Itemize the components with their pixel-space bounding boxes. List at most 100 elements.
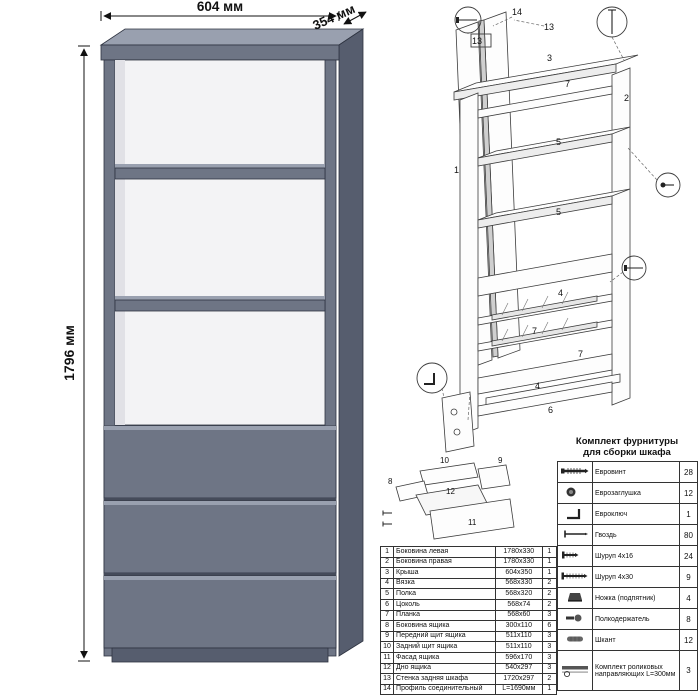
part-number: 9 <box>379 630 395 643</box>
top-rail <box>477 85 613 119</box>
hardware-qty: 9 <box>679 566 698 588</box>
part-label: 5 <box>556 207 561 217</box>
table-row: Евровинт 28 <box>557 461 698 483</box>
part-label: 1 <box>454 165 459 175</box>
screw-4x30-icon <box>557 566 593 588</box>
part-number: 4 <box>379 577 395 590</box>
table-row: 4 Вязка 568x330 2 <box>379 577 558 590</box>
table-row: 9 Передний щит ящика 511x110 3 <box>379 630 558 643</box>
confirmat-screw-icon <box>557 461 593 483</box>
part-number: 2 <box>379 556 395 569</box>
part-label: 13 <box>472 36 482 46</box>
table-row: 8 Боковина ящика 300x110 6 <box>379 620 558 632</box>
part-label: 4 <box>558 288 563 298</box>
shelf-a-edge <box>477 133 613 167</box>
part-size: 511x110 <box>494 641 543 653</box>
callout-euro-screw <box>621 255 647 281</box>
part-name: Полка <box>393 588 496 600</box>
panel-fragment-zoom <box>441 391 475 453</box>
table-row: Ножка (подпятник) 4 <box>557 587 698 609</box>
depth-dimension <box>343 11 367 25</box>
part-name: Стенка задняя шкафа <box>393 673 496 685</box>
part-name: Цоколь <box>393 598 496 611</box>
plinth-rail-front <box>477 381 613 417</box>
table-row: Шуруп 4x30 9 <box>557 566 698 588</box>
table-row: 7 Планка 568x60 3 <box>379 609 558 622</box>
part-label: 7 <box>565 79 570 89</box>
hardware-qty: 12 <box>679 629 698 651</box>
table-row: 11 Фасад ящика 596x170 3 <box>379 651 558 664</box>
parts-list-body: 1 Боковина левая 1780x330 1 2 Боковина п… <box>379 546 558 696</box>
drawer-back-panel <box>419 462 479 486</box>
part-number: 1 <box>379 546 395 558</box>
part-size: 511x110 <box>494 630 543 643</box>
callout-shelf-pin <box>655 172 681 198</box>
drawer-2-bevel <box>104 501 336 505</box>
drawer-front-1 <box>103 425 337 499</box>
hardware-qty: 24 <box>679 545 698 567</box>
part-number: 13 <box>379 673 395 685</box>
part-size: 604x350 <box>494 567 543 579</box>
part-qty: 1 <box>541 567 558 579</box>
part-qty: 6 <box>541 620 558 632</box>
part-label: 4 <box>535 381 540 391</box>
wood-dowel-icon <box>557 629 593 651</box>
hardware-name: Шуруп 4x16 <box>592 545 680 567</box>
cabinet-drawing <box>99 28 365 663</box>
part-qty: 1 <box>541 556 558 569</box>
table-row: 14 Профиль соединительный L=1690мм 1 <box>379 683 558 696</box>
shelf-1-front <box>114 167 326 180</box>
part-name: Профиль соединительный <box>393 683 496 696</box>
part-qty: 1 <box>541 546 558 558</box>
hardware-qty: 1 <box>679 503 698 525</box>
cross-panel-upper <box>477 253 613 297</box>
drawer-slide-1 <box>491 295 598 321</box>
cabinet-crown <box>100 44 340 61</box>
table-row: 10 Задний щит ящика 511x110 3 <box>379 641 558 653</box>
part-number: 10 <box>379 641 395 653</box>
shelf-2-front <box>114 299 326 312</box>
nail-icon <box>557 524 593 546</box>
part-size: 540x297 <box>494 662 543 675</box>
parts-list-table: 1 Боковина левая 1780x330 1 2 Боковина п… <box>379 546 558 696</box>
drawer-part-label: 8 <box>388 477 393 486</box>
part-size: 300x110 <box>494 620 543 632</box>
drawer-gap-1 <box>104 498 336 501</box>
hardware-qty: 28 <box>679 461 698 483</box>
part-label: 2 <box>624 93 629 103</box>
shelf-b-edge <box>477 195 613 229</box>
cabinet-top-surface <box>99 28 365 46</box>
roller-slide-icon <box>557 650 593 691</box>
hardware-name: Евровинт <box>592 461 680 483</box>
part-size: 1720x297 <box>494 673 543 685</box>
part-number: 5 <box>379 588 395 600</box>
hardware-name: Комплект роликовых направляющих L=300мм <box>592 650 680 691</box>
part-name: Дно ящика <box>393 662 496 675</box>
hardware-kit-body: Евровинт 28 Еврозаглушка 12 Евроключ 1 <box>557 461 698 691</box>
callout-hex-key <box>416 362 448 394</box>
table-row: 12 Дно ящика 540x297 3 <box>379 662 558 675</box>
drawer-assembly-diagram: 10 8 12 9 11 <box>382 456 515 540</box>
part-qty: 1 <box>541 683 558 696</box>
height-dimension-label: 1796 мм <box>61 325 77 381</box>
slide-hatching <box>501 291 569 342</box>
drawer-3-bevel <box>104 576 336 580</box>
hardware-kit-title-line2: для сборки шкафа <box>583 447 671 459</box>
part-size: 568x320 <box>494 588 543 600</box>
euro-cap-icon <box>557 482 593 504</box>
drawer-front-3 <box>103 575 337 649</box>
cabinet-front-view: 604 мм 354 мм 1796 мм <box>61 0 367 663</box>
width-dimension <box>100 11 340 21</box>
drawer-facade <box>429 498 515 540</box>
hardware-qty: 80 <box>679 524 698 546</box>
part-size: 568x74 <box>494 598 543 611</box>
part-name: Вязка <box>393 577 496 590</box>
table-row: 5 Полка 568x320 2 <box>379 588 558 600</box>
part-number: 12 <box>379 662 395 675</box>
hardware-qty: 12 <box>679 482 698 504</box>
part-name: Планка <box>393 609 496 622</box>
interior-shadow <box>115 60 125 425</box>
drawer-slide-2 <box>491 321 598 347</box>
fragment-hole-2 <box>453 428 461 436</box>
cabinet-right-side <box>338 28 364 657</box>
